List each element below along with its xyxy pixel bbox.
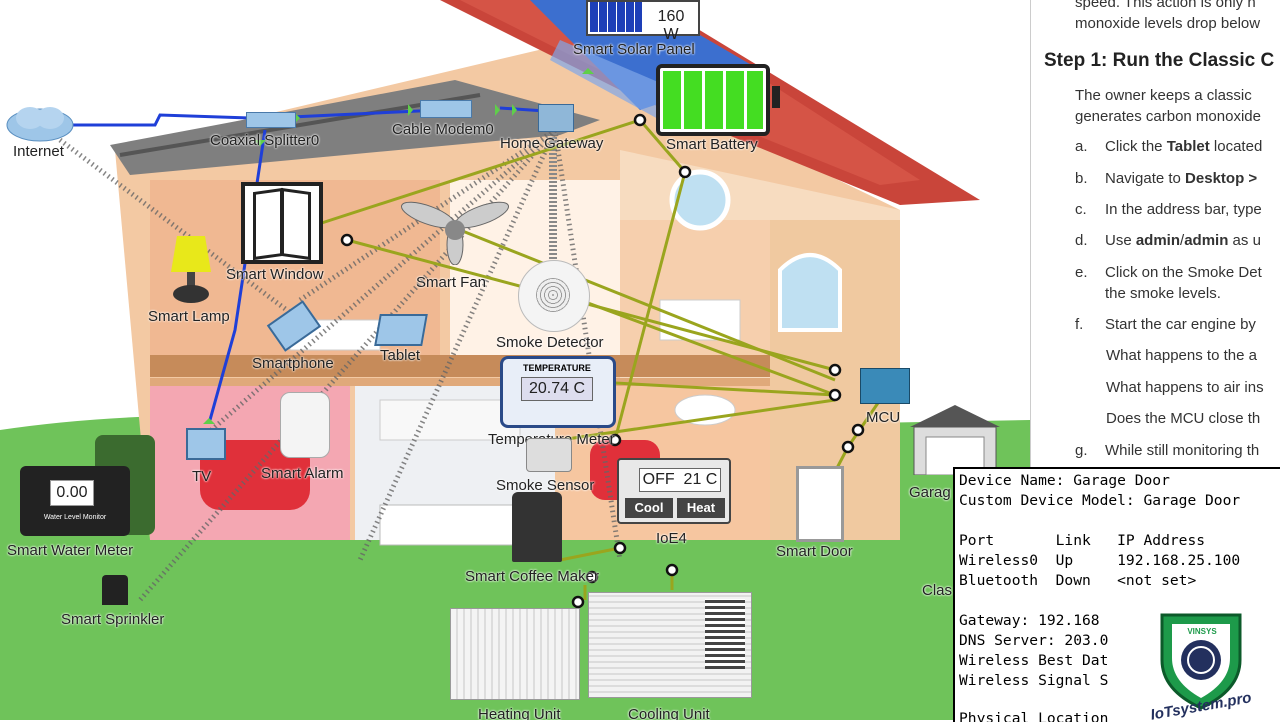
lamp-icon[interactable] [165, 232, 217, 304]
tablet-label: Tablet [380, 347, 421, 364]
shield-icon [1160, 613, 1242, 710]
home-gateway-label: Home Gateway [500, 135, 604, 152]
solar-panel-icon[interactable]: 160 W [586, 0, 700, 43]
tooltip-dns: DNS Server: 203.0 [959, 632, 1109, 649]
smoke-detector-label: Smoke Detector [496, 334, 604, 351]
question-1: What happens to the a [1106, 347, 1257, 364]
fan-label: Smart Fan [416, 274, 487, 291]
tooltip-port-row-2: Bluetooth Down <not set> [959, 572, 1197, 589]
step-f: f.Start the car engine by [1075, 316, 1256, 333]
tv-icon[interactable] [186, 428, 226, 460]
tv-label: TV [192, 468, 212, 485]
tooltip-device-model: Custom Device Model: Garage Door [959, 492, 1241, 509]
step-heading: Step 1: Run the Classic C [1044, 50, 1275, 71]
battery-label: Smart Battery [666, 136, 758, 153]
garage-icon[interactable] [910, 405, 1000, 476]
smoke-sensor-label: Smoke Sensor [496, 477, 595, 494]
solar-readout: 160 W [657, 8, 685, 43]
battery-charge-bars [663, 71, 763, 129]
internet-label: Internet [13, 143, 64, 160]
ioe4-thermostat-icon[interactable]: OFF 21 C Cool Heat [617, 458, 731, 524]
home-gateway-icon[interactable] [538, 104, 574, 132]
intro-line-2: monoxide levels drop below [1075, 15, 1261, 32]
smart-door-icon[interactable] [796, 466, 844, 542]
step-c: c.In the address bar, type [1075, 201, 1262, 218]
smoke-detector-icon[interactable] [518, 260, 590, 332]
cooling-unit-icon[interactable] [588, 592, 752, 698]
mcu-icon[interactable] [860, 368, 910, 404]
coffee-maker-label: Smart Coffee Maker [465, 568, 599, 585]
battery-icon[interactable] [656, 64, 780, 136]
temp-readout: 20.74 C [521, 377, 593, 401]
water-meter-caption: Water Level Monitor [43, 514, 107, 521]
step-d: d.Use admin/admin as u [1075, 232, 1261, 249]
intro-line-1: speed. This action is only h [1075, 0, 1256, 11]
tooltip-gateway: Gateway: 192.168 [959, 612, 1100, 629]
ioe4-display: OFF 21 C [639, 468, 721, 492]
classic-car-label: Clas [922, 582, 953, 599]
paragraph-line-2: generates carbon monoxide [1075, 108, 1261, 125]
coaxial-splitter-label: Coaxial Splitter0 [210, 132, 320, 149]
water-meter-label: Smart Water Meter [7, 542, 134, 559]
smart-window-icon[interactable] [241, 182, 323, 264]
ioe4-cool-button[interactable]: Cool [625, 498, 673, 518]
garage-label: Garag [909, 484, 951, 501]
question-3: Does the MCU close th [1106, 410, 1261, 427]
step-e-line-2: the smoke levels. [1105, 285, 1221, 302]
alarm-icon[interactable] [280, 392, 330, 458]
alarm-label: Smart Alarm [261, 465, 344, 482]
tooltip-device-name: Device Name: Garage Door [959, 472, 1170, 489]
solar-cells [590, 2, 642, 32]
cooling-unit-label: Cooling Unit [628, 706, 710, 720]
ioe4-heat-button[interactable]: Heat [677, 498, 725, 518]
tablet-icon[interactable] [374, 314, 428, 346]
lamp-label: Smart Lamp [148, 308, 230, 325]
battery-terminal [772, 86, 780, 108]
cable-modem-icon[interactable] [420, 100, 472, 118]
mcu-label: MCU [866, 409, 901, 426]
step-e: e.Click on the Smoke Det [1075, 264, 1262, 281]
tooltip-physical-location: Physical Location [959, 710, 1109, 722]
device-info-tooltip: Device Name: Garage Door Custom Device M… [953, 467, 1280, 722]
step-paragraph: The owner keeps a classic generates carb… [1075, 85, 1261, 127]
smartphone-label: Smartphone [252, 355, 334, 372]
step-a: a.Click the Tablet located [1075, 138, 1263, 155]
solar-panel-label: Smart Solar Panel [573, 41, 695, 58]
paragraph-line-1: The owner keeps a classic [1075, 87, 1252, 104]
temperature-meter-icon[interactable]: TEMPERATURE 20.74 C [500, 356, 616, 428]
cable-modem-label: Cable Modem0 [392, 121, 494, 138]
internet-cloud-icon[interactable] [5, 103, 75, 143]
water-meter-icon[interactable]: 0.00 Water Level Monitor [20, 466, 130, 536]
water-meter-readout: 0.00 [50, 480, 94, 506]
ioe4-label: IoE4 [656, 530, 687, 547]
logo-brand: VINSYS [1187, 627, 1217, 636]
smoke-sensor-icon[interactable] [526, 438, 572, 472]
step-g: g.While still monitoring th [1075, 442, 1260, 459]
heating-unit-label: Heating Unit [478, 706, 561, 720]
tooltip-port-header: Port Link IP Address [959, 532, 1206, 549]
heating-unit-icon[interactable] [450, 608, 580, 700]
packet-tracer-workspace[interactable]: Internet Coaxial Splitter0 Cable Modem0 … [0, 0, 1030, 720]
coffee-maker-icon[interactable] [512, 492, 562, 562]
vinsys-logo: VINSYS IoTsystem.pro [1149, 610, 1265, 724]
tooltip-wireless-signal: Wireless Signal S [959, 672, 1109, 689]
temp-header: TEMPERATURE [523, 363, 591, 373]
sprinkler-label: Smart Sprinkler [61, 611, 165, 628]
question-2: What happens to air ins [1106, 379, 1264, 396]
sprinkler-icon[interactable] [102, 575, 128, 605]
tooltip-wireless-best: Wireless Best Dat [959, 652, 1109, 669]
coaxial-splitter-icon[interactable] [246, 112, 296, 128]
smart-window-label: Smart Window [226, 266, 324, 283]
tooltip-port-row-1: Wireless0 Up 192.168.25.100 [959, 552, 1241, 569]
step-b: b.Navigate to Desktop > [1075, 170, 1258, 187]
fan-icon[interactable] [400, 195, 510, 266]
smart-door-label: Smart Door [776, 543, 853, 560]
intro-text: speed. This action is only h monoxide le… [1075, 0, 1260, 34]
